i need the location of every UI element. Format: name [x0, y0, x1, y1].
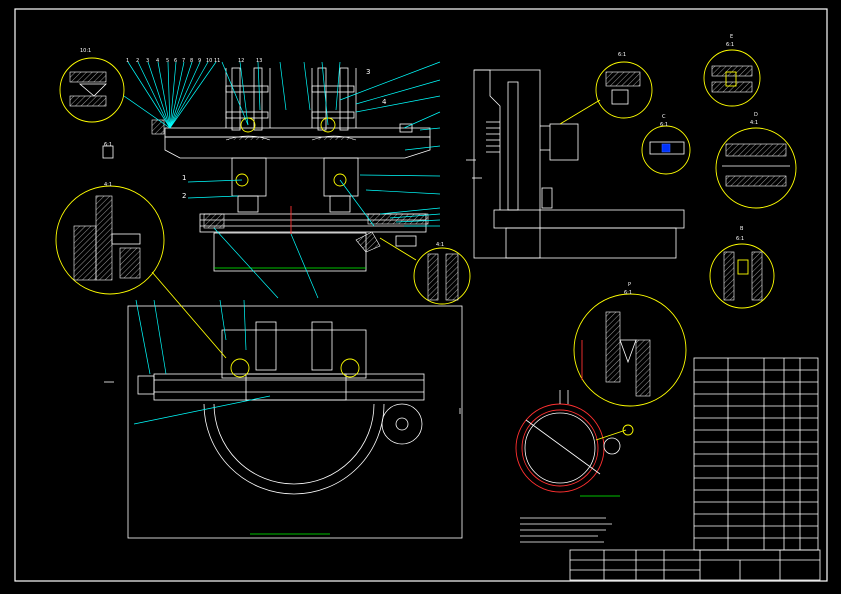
- technical-notes: [520, 517, 612, 543]
- detail-scale-label: 6:1: [104, 142, 112, 148]
- part-number: 1: [126, 58, 129, 64]
- detail-scale-label: 6:1: [618, 52, 626, 58]
- part-number-labels-top: 1 2 3 4 5 6 7 8 9 10 11 12 13 1 2 3 4: [126, 58, 387, 200]
- detail-letter: E: [730, 34, 733, 40]
- drawing-frame: [14, 8, 828, 582]
- detail-b: B 6:1: [709, 226, 775, 309]
- part-number: 5: [166, 58, 169, 64]
- leader-lines-plan: [133, 299, 271, 425]
- detail-letter: D: [754, 112, 758, 118]
- detail-p: P 6:1: [573, 282, 687, 407]
- detail-10-1: 10:1: [59, 48, 171, 129]
- detail-scale-label: 4:1: [750, 120, 758, 126]
- side-view: [466, 69, 685, 259]
- detail-letter: C: [662, 114, 666, 120]
- detail-scale-label: 6:1: [660, 122, 668, 128]
- detail-letter: B: [740, 226, 744, 232]
- front-section-view: [102, 67, 431, 272]
- part-number: 6: [174, 58, 177, 64]
- part-number: 3: [146, 58, 149, 64]
- view-marker: 1: [182, 174, 186, 182]
- detail-c: C 6:1: [641, 114, 691, 175]
- detail-e: E 6:1: [703, 34, 761, 107]
- detail-scale-label: 4:1: [104, 182, 112, 188]
- part-number: 2: [136, 58, 139, 64]
- part-number: 11: [214, 58, 220, 64]
- part-number: 8: [190, 58, 193, 64]
- detail-scale-label: 4:1: [436, 242, 444, 248]
- leader-lines-front: [127, 61, 441, 299]
- detail-letter: P: [628, 282, 631, 288]
- detail-4-1-left: 4:1: [55, 182, 227, 359]
- plan-view: [104, 305, 463, 539]
- view-marker: 3: [366, 68, 370, 76]
- detail-6-1-left: 6:1: [104, 142, 112, 148]
- view-marker: 4: [382, 98, 387, 106]
- detail-4-1-small: 4:1: [379, 237, 471, 305]
- parts-list-table: [693, 357, 819, 551]
- part-number: 12: [238, 58, 244, 64]
- part-number: 10: [206, 58, 212, 64]
- view-marker: 2: [182, 192, 186, 200]
- part-number: 13: [256, 58, 262, 64]
- detail-6-1-top: 6:1: [559, 52, 653, 125]
- part-number: 9: [198, 58, 201, 64]
- title-block: [569, 549, 821, 581]
- detail-scale-label: 6:1: [624, 290, 632, 296]
- part-number: 4: [156, 58, 159, 64]
- part-number: 7: [182, 58, 185, 64]
- detail-scale-label: 6:1: [736, 236, 744, 242]
- detail-d: D 4:1: [715, 112, 797, 209]
- detail-scale-label: 10:1: [80, 48, 91, 54]
- ring-view: [515, 390, 634, 497]
- detail-scale-label: 6:1: [726, 42, 734, 48]
